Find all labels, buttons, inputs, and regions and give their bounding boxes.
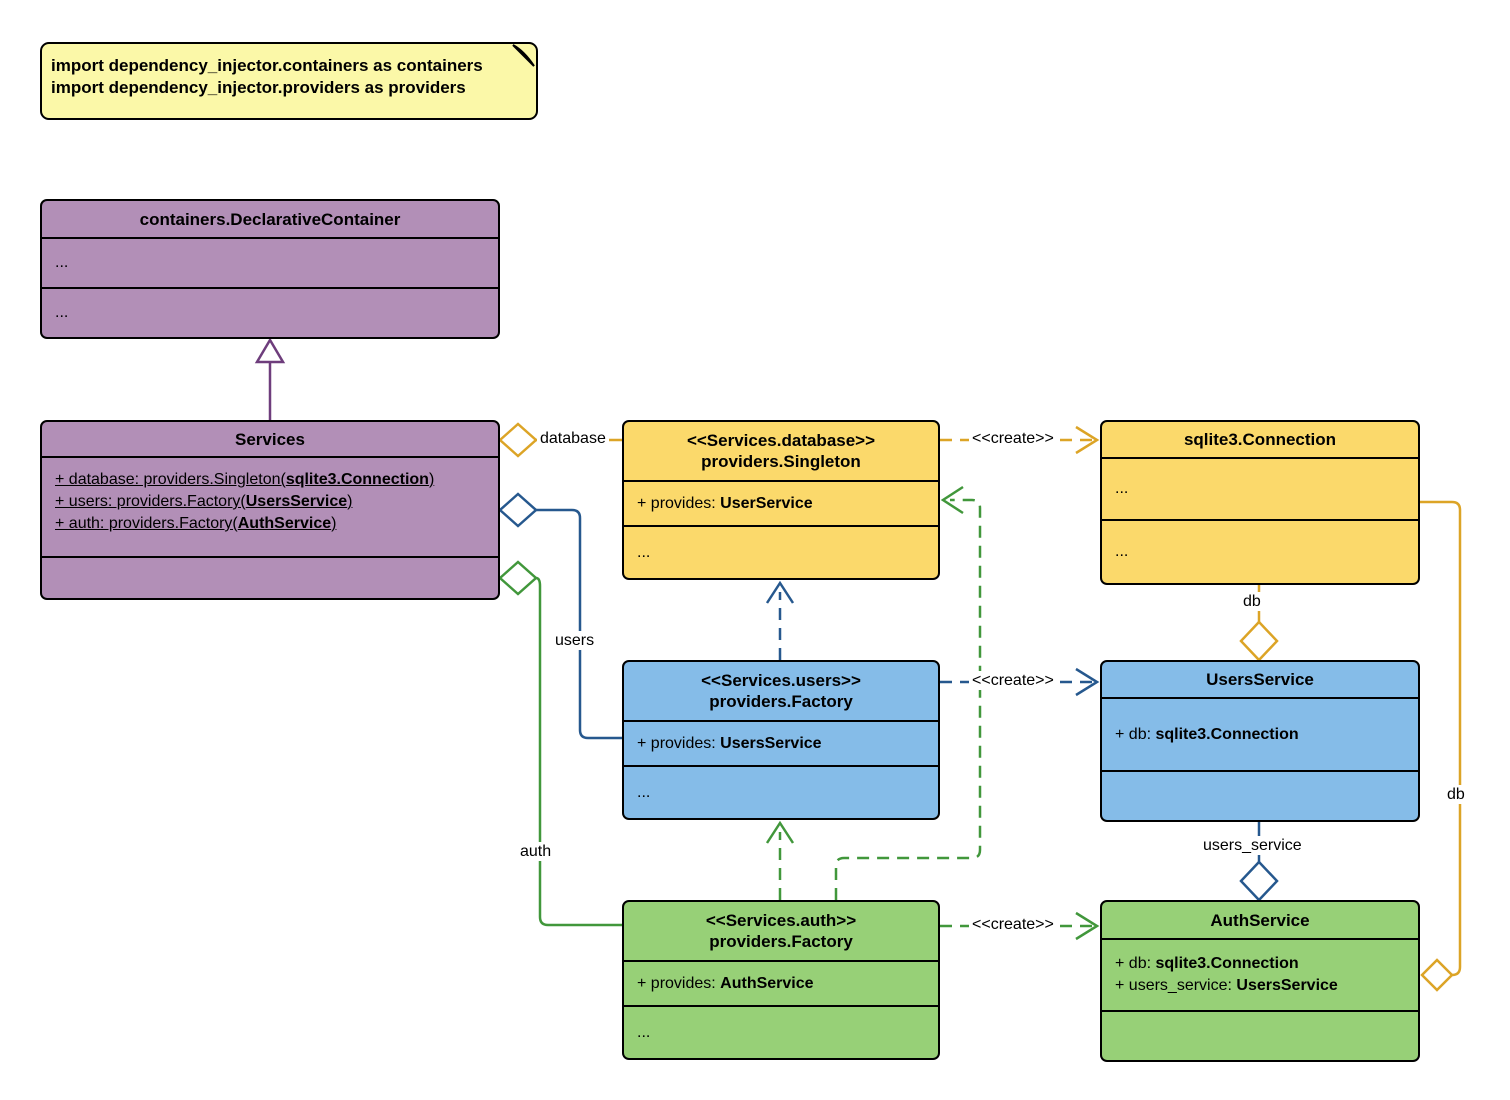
class-users-factory: <<Services.users>> providers.Factory + p… <box>622 660 940 820</box>
class-row: ... <box>42 287 498 337</box>
edge-label-users: users <box>552 631 598 650</box>
class-name: providers.Factory <box>709 932 853 951</box>
attribute-line: + provides: AuthService <box>637 974 814 992</box>
class-attributes: + db: sqlite3.Connection <box>1102 697 1418 770</box>
edge-label-db-mid: db <box>1240 592 1264 611</box>
class-row: ... <box>42 237 498 287</box>
class-stereotype: <<Services.database>> <box>686 431 876 450</box>
class-database-singleton: <<Services.database>> providers.Singleto… <box>622 420 940 580</box>
class-attributes: + database: providers.Singleton(sqlite3.… <box>42 456 498 556</box>
edge-authfactory-to-usersfactory <box>765 820 795 900</box>
edge-label-create-auth: <<create>> <box>969 915 1057 934</box>
class-sqlite-connection: sqlite3.Connection ... ... <box>1100 420 1420 585</box>
attribute-line: + db: sqlite3.Connection <box>1115 955 1299 972</box>
class-row-empty <box>1102 1010 1418 1060</box>
attribute-line: + database: providers.Singleton(sqlite3.… <box>55 471 435 488</box>
edge-usersservice-authservice <box>1239 822 1279 902</box>
note-fold-icon <box>512 44 535 67</box>
edge-authfactory-to-singleton <box>834 485 982 900</box>
edge-services-users <box>498 492 622 740</box>
note-line: import dependency_injector.providers as … <box>51 78 466 97</box>
class-row: ... <box>1102 519 1418 583</box>
edge-create-auth <box>940 911 1100 941</box>
edge-label-auth: auth <box>517 842 555 861</box>
edge-services-auth <box>498 560 622 927</box>
class-title: <<Services.database>> providers.Singleto… <box>624 422 938 480</box>
edge-label-db-right: db <box>1444 785 1468 804</box>
class-auth-factory: <<Services.auth>> providers.Factory + pr… <box>622 900 940 1060</box>
class-attributes: + db: sqlite3.Connection + users_service… <box>1102 938 1418 1010</box>
class-auth-service: AuthService + db: sqlite3.Connection + u… <box>1100 900 1420 1062</box>
class-name: providers.Singleton <box>701 452 861 471</box>
edge-create-users <box>940 667 1100 697</box>
class-row-empty <box>1102 770 1418 820</box>
class-row: ... <box>1102 457 1418 519</box>
edge-label-users-service: users_service <box>1200 836 1305 855</box>
class-attributes: + provides: UsersService <box>624 720 938 765</box>
note-line: import dependency_injector.containers as… <box>51 56 483 75</box>
class-title: <<Services.auth>> providers.Factory <box>624 902 938 960</box>
attribute-line: + provides: UserService <box>637 494 813 512</box>
class-stereotype: <<Services.auth>> <box>705 911 857 930</box>
edge-label-create-db: <<create>> <box>969 429 1057 448</box>
attribute-line: + auth: providers.Factory(AuthService) <box>55 515 337 532</box>
edge-label-database: database <box>537 429 609 448</box>
class-row: ... <box>624 765 938 818</box>
class-attributes: + provides: UserService <box>624 480 938 525</box>
class-row: ... <box>624 525 938 578</box>
import-note: import dependency_injector.containers as… <box>40 42 538 120</box>
class-name: providers.Factory <box>709 692 853 711</box>
class-attributes: + provides: AuthService <box>624 960 938 1005</box>
edge-create-database <box>940 425 1100 455</box>
class-title: containers.DeclarativeContainer <box>139 209 401 229</box>
class-stereotype: <<Services.users>> <box>701 671 861 690</box>
edge-db-authservice <box>1420 500 1462 992</box>
edge-label-create-users: <<create>> <box>969 671 1057 690</box>
attribute-line: + users: providers.Factory(UsersService) <box>55 493 353 510</box>
attribute-line: + db: sqlite3.Connection <box>1115 725 1299 743</box>
class-title: AuthService <box>1210 910 1310 930</box>
attribute-line: + provides: UsersService <box>637 734 822 752</box>
class-title: <<Services.users>> providers.Factory <box>624 662 938 720</box>
edge-usersfactory-to-singleton <box>765 580 795 660</box>
class-row: ... <box>624 1005 938 1058</box>
class-title: sqlite3.Connection <box>1183 430 1337 449</box>
class-services: Services + database: providers.Singleton… <box>40 420 500 600</box>
class-declarative-container: containers.DeclarativeContainer ... ... <box>40 199 500 339</box>
edge-inheritance-services <box>254 337 286 420</box>
class-title: UsersService <box>1206 670 1314 689</box>
class-row-empty <box>42 556 498 598</box>
class-title: Services <box>235 429 305 449</box>
class-users-service: UsersService + db: sqlite3.Connection <box>1100 660 1420 822</box>
attribute-line: + users_service: UsersService <box>1115 977 1338 994</box>
